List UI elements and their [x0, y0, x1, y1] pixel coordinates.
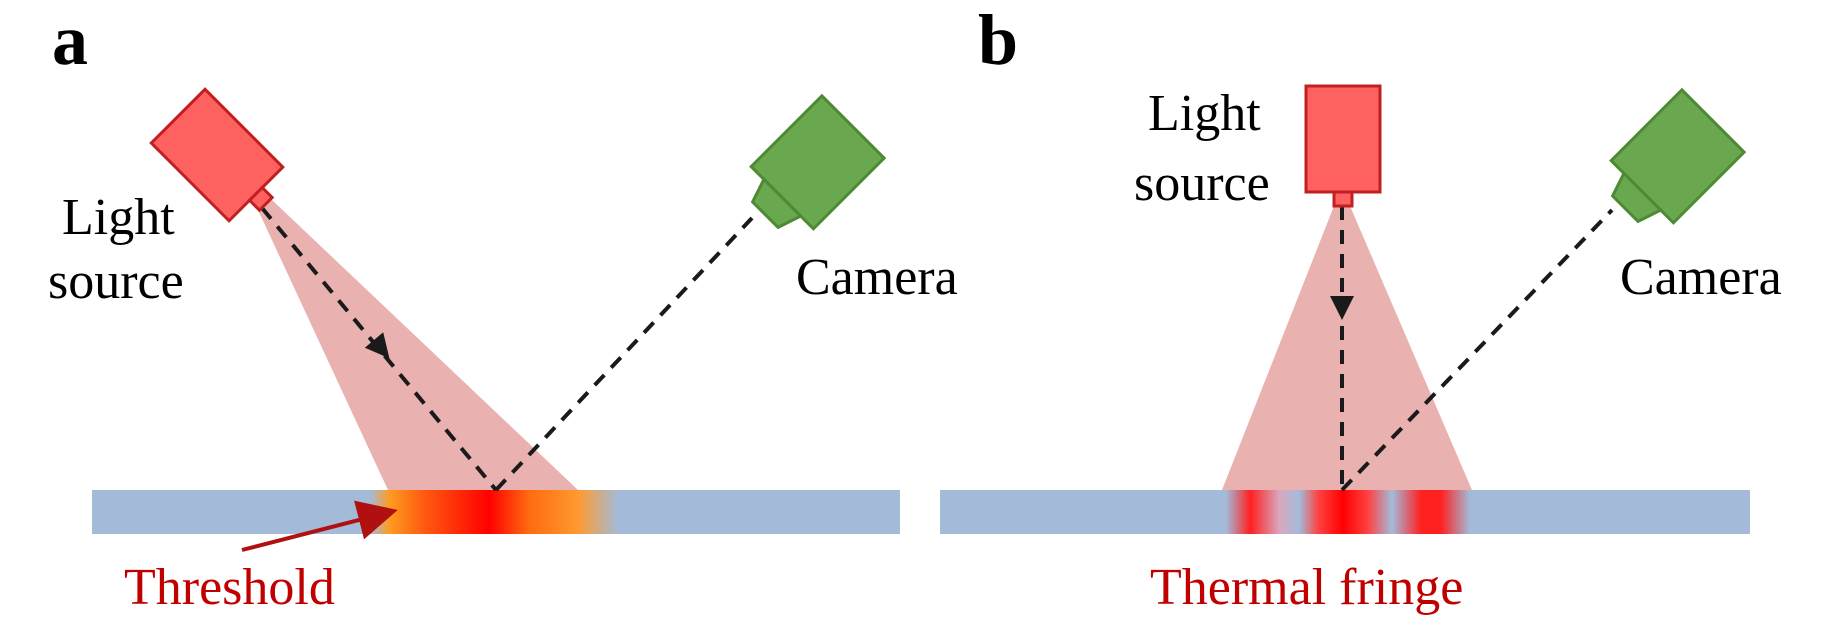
light-beam-a — [258, 200, 578, 490]
light-source-icon — [1304, 84, 1382, 208]
arrow-icon — [1330, 296, 1354, 320]
light-beam-b — [1222, 206, 1472, 490]
threshold-label: Threshold — [124, 559, 335, 616]
panel-b-letter: b — [978, 0, 1018, 80]
light-label-b-line2: source — [1134, 155, 1270, 212]
camera-label-a: Camera — [796, 249, 958, 306]
arrow-icon — [364, 332, 390, 359]
panel-b: b Light source Camera Thermal fringe — [940, 0, 1782, 616]
panel-a: a Light source Camera Threshold — [48, 0, 958, 616]
heated-zone-a — [370, 490, 618, 534]
camera-label-b: Camera — [1620, 249, 1782, 306]
incident-ray-a — [260, 206, 498, 492]
light-label-a-line1: Light — [62, 189, 175, 246]
reflected-ray-b — [1340, 208, 1614, 492]
panel-a-letter: a — [52, 0, 88, 80]
light-label-a-line2: source — [48, 253, 184, 310]
camera-icon — [1609, 87, 1747, 225]
camera-icon — [749, 93, 887, 231]
thermal-fringe-label: Thermal fringe — [1150, 559, 1463, 616]
thermal-fringe-zone — [1226, 490, 1470, 534]
light-label-b-line1: Light — [1148, 85, 1261, 142]
threshold-arrow — [241, 500, 398, 552]
light-source-icon — [149, 87, 285, 223]
reflected-ray-a — [494, 216, 754, 492]
